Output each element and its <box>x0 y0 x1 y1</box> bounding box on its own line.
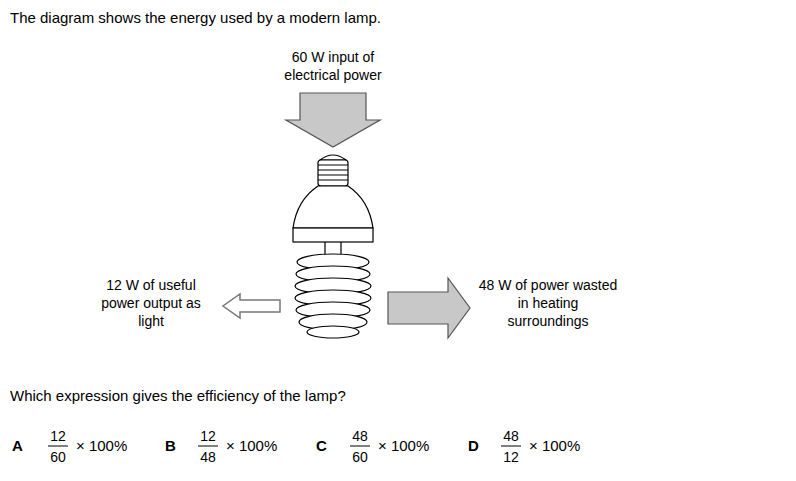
question-text: Which expression gives the efficiency of… <box>10 386 346 406</box>
option-letter: C <box>316 436 327 456</box>
lamp-cap <box>320 155 346 160</box>
denominator: 12 <box>503 448 519 466</box>
light-label: 12 W of useful power output as light <box>95 276 207 331</box>
heat-arrow <box>388 278 470 338</box>
light-arrow <box>223 294 280 318</box>
fraction-bar <box>198 446 218 447</box>
lamp-collar <box>293 228 373 242</box>
option-letter: A <box>12 436 23 456</box>
thread-line <box>318 180 348 181</box>
multiplier: × 100% <box>529 436 580 456</box>
input-label: 60 W input of electrical power <box>268 48 398 84</box>
multiplier: × 100% <box>378 436 429 456</box>
option-letter: D <box>468 436 479 456</box>
thread-line <box>318 170 348 171</box>
thread-line <box>318 175 348 176</box>
numerator: 48 <box>352 427 368 445</box>
multiplier: × 100% <box>76 436 127 456</box>
multiplier: × 100% <box>226 436 277 456</box>
question-stem: The diagram shows the energy used by a m… <box>10 8 381 28</box>
fraction-bar <box>501 446 521 447</box>
numerator: 48 <box>503 427 519 445</box>
denominator: 60 <box>50 448 66 466</box>
screw-base <box>318 160 348 186</box>
screw-threads <box>318 165 348 180</box>
lamp-body <box>293 186 373 228</box>
fraction-bar <box>48 446 68 447</box>
option-letter: B <box>165 436 176 456</box>
spiral-tube <box>295 254 371 338</box>
numerator: 12 <box>50 427 66 445</box>
denominator: 60 <box>352 448 368 466</box>
heat-label: 48 W of power wasted in heating surround… <box>478 276 618 331</box>
fraction-bar <box>350 446 370 447</box>
spiral-turn <box>307 326 359 338</box>
input-arrow <box>286 93 380 147</box>
numerator: 12 <box>200 427 216 445</box>
denominator: 48 <box>200 448 216 466</box>
thread-line <box>318 165 348 166</box>
